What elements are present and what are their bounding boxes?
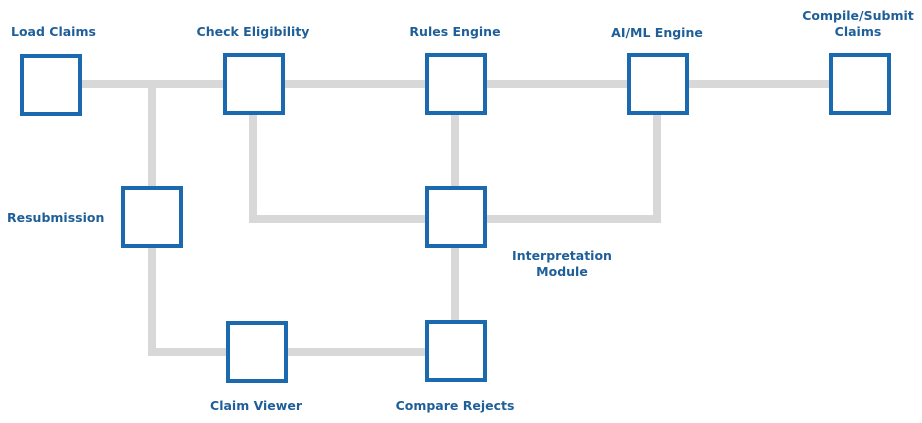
node-rules-engine — [425, 53, 487, 115]
label-load-claims: Load Claims — [11, 24, 96, 39]
label-check-eligibility: Check Eligibility — [196, 24, 310, 39]
edge-resubmission-to-viewer — [148, 247, 226, 356]
label-interpretation-line1: Interpretation — [512, 248, 612, 263]
label-compile-submit-line1: Compile/Submit — [802, 8, 914, 23]
node-check-eligibility — [223, 53, 285, 115]
node-claim-viewer — [226, 321, 288, 383]
label-compile-submit-claims: Compile/Submit Claims — [802, 8, 913, 40]
edge-aiml-to-interpretation — [485, 114, 661, 223]
node-compare-rejects — [425, 320, 487, 382]
edge-eligibility-to-interpretation — [249, 114, 425, 223]
node-resubmission — [121, 186, 183, 248]
label-interpretation-module: Interpretation Module — [512, 248, 612, 280]
node-load-claims — [20, 54, 82, 116]
node-interpretation-module — [425, 186, 487, 248]
label-rules-engine: Rules Engine — [409, 24, 501, 39]
label-interpretation-line2: Module — [536, 264, 588, 279]
node-ai-ml-engine — [627, 53, 689, 115]
label-compare-rejects: Compare Rejects — [395, 398, 515, 413]
label-resubmission: Resubmission — [7, 210, 105, 225]
label-compile-submit-line2: Claims — [834, 24, 882, 39]
label-claim-viewer: Claim Viewer — [210, 398, 302, 413]
node-compile-submit-claims — [829, 53, 891, 115]
label-ai-ml-engine: AI/ML Engine — [611, 25, 703, 40]
